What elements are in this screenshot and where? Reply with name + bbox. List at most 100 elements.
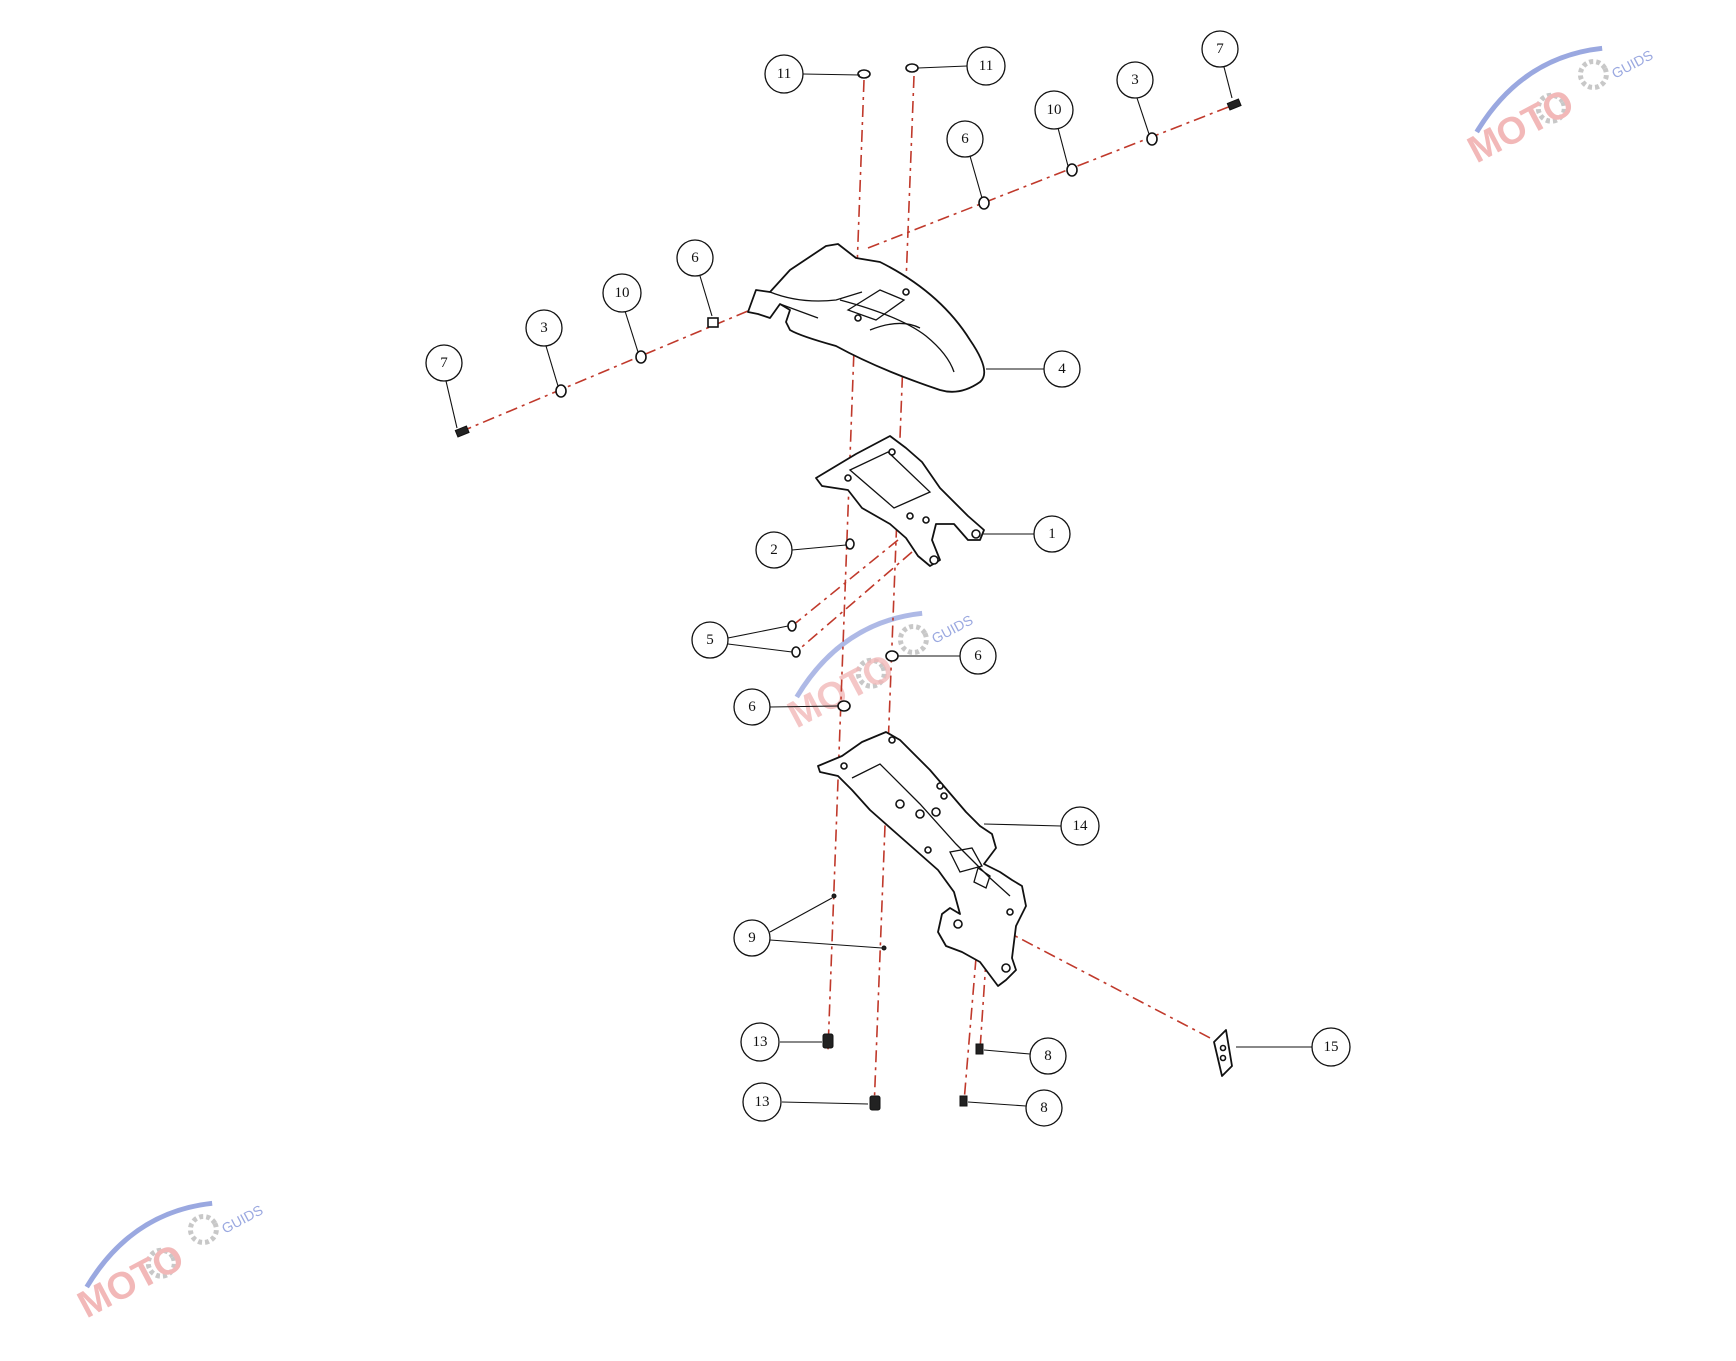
bracket-hole [922,516,930,524]
small-plate-outline [1213,1029,1233,1077]
fender-cutout [846,289,906,321]
leader-11a [802,73,861,76]
washer-10-left [635,350,647,364]
callout-3: 3 [525,309,563,347]
gear-icon [145,1247,177,1279]
callout-label: 8 [1040,1100,1048,1116]
leader-2 [791,544,847,551]
fender-outline [747,243,986,393]
callout-label: 5 [706,632,714,648]
callout-label: 14 [1073,818,1089,834]
callout-1: 1 [1033,515,1071,553]
callout-10: 10 [1034,90,1074,130]
leader-6b [969,155,983,199]
callout-11: 11 [966,46,1006,86]
collar-5-upper [787,620,797,632]
watermark-top-right: MOTO GUIDS [1461,45,1656,172]
washer-9-lower [881,945,887,951]
leader-3b [1136,97,1150,135]
assembly-axes [459,75,1237,1111]
callout-label: 3 [1131,72,1139,88]
bracket-outline [815,435,985,567]
washer-10-right [1066,163,1078,177]
axis-collar-upper [791,539,899,627]
callout-label: 8 [1044,1048,1052,1064]
callout-8: 8 [1025,1089,1063,1127]
watermark-sub: GUIDS [219,1202,266,1237]
leader-3a [545,345,559,387]
callout-label: 6 [961,131,969,147]
small-plate-hole [1219,1044,1227,1052]
fender-edge [769,291,863,302]
bolt-13-lower [869,1095,881,1111]
callout-10: 10 [602,273,642,313]
spacer-3-left [555,384,567,398]
screw-8-lower [959,1095,968,1107]
spacer-3-right [1146,132,1158,146]
watermark-sub: GUIDS [1609,47,1656,82]
fender-ridge [839,299,955,373]
callout-label: 10 [615,285,630,301]
axis-collar-lower [795,551,913,653]
leader-7b [1223,66,1233,99]
bracket-hole [971,529,981,539]
mount-plate-hole [1006,908,1014,916]
watermark-brand: MOTO [71,1236,191,1326]
callout-label: 1 [1048,526,1056,542]
leader-6d [769,705,839,708]
callout-label: 6 [748,699,756,715]
callout-label: 15 [1324,1039,1339,1055]
leader-11b [917,65,968,69]
fender-edge [779,303,819,319]
gear-icon [897,623,929,655]
part-14-mount-plate [817,731,1027,987]
leader-7a [445,380,458,429]
leader-lines [445,65,1312,1107]
bracket-hole [888,448,896,456]
watermark-brand: MOTO [1461,81,1581,171]
mount-plate-hole [915,809,925,819]
bracket-hole [844,474,852,482]
bolt-13-upper [822,1033,834,1049]
watermark-swoosh [84,1200,213,1289]
mount-plate-hole [936,782,944,790]
leader-9b [769,939,883,949]
part-1-bracket [815,435,985,567]
mount-plate-outline [817,731,1027,987]
leader-5b [727,643,793,653]
callout-label: 7 [440,355,448,371]
callout-2: 2 [755,531,793,569]
callout-8: 8 [1029,1037,1067,1075]
callout-4: 4 [1043,350,1081,388]
callout-11: 11 [764,54,804,94]
bracket-hole [929,555,939,565]
axis-screw-8a [979,959,987,1051]
watermark-center: MOTO GUIDS [781,610,976,737]
callouts: 11 11 7 3 10 6 6 10 3 7 4 1 2 5 6 6 14 9… [425,30,1351,1127]
axis-screw-8b [963,957,977,1103]
mount-plate-slot [973,866,991,889]
leader-5a [727,625,789,639]
bolt-7-left [454,425,470,438]
callout-14: 14 [1060,806,1100,846]
mount-plate-hole [931,807,941,817]
bracket-window [848,451,932,509]
part-15-small-plate [1213,1029,1233,1077]
callout-label: 13 [753,1034,768,1050]
callout-7: 7 [1201,30,1239,68]
leader-8a [983,1049,1031,1055]
callout-label: 7 [1216,41,1224,57]
mount-plate-hole [895,799,905,809]
bracket-hole [906,512,914,520]
callout-7: 7 [425,344,463,382]
nut-6-left [707,317,719,328]
watermark-bottom-left: MOTO GUIDS [71,1200,266,1327]
callout-label: 13 [755,1094,770,1110]
axis-vertical-right [873,75,915,1111]
leader-8b [967,1101,1027,1107]
callout-label: 6 [974,648,982,664]
hardware [454,63,1242,1111]
callout-label: 4 [1058,361,1066,377]
nut-6-mid-left [837,700,851,712]
axis-left-fasteners [459,307,756,433]
